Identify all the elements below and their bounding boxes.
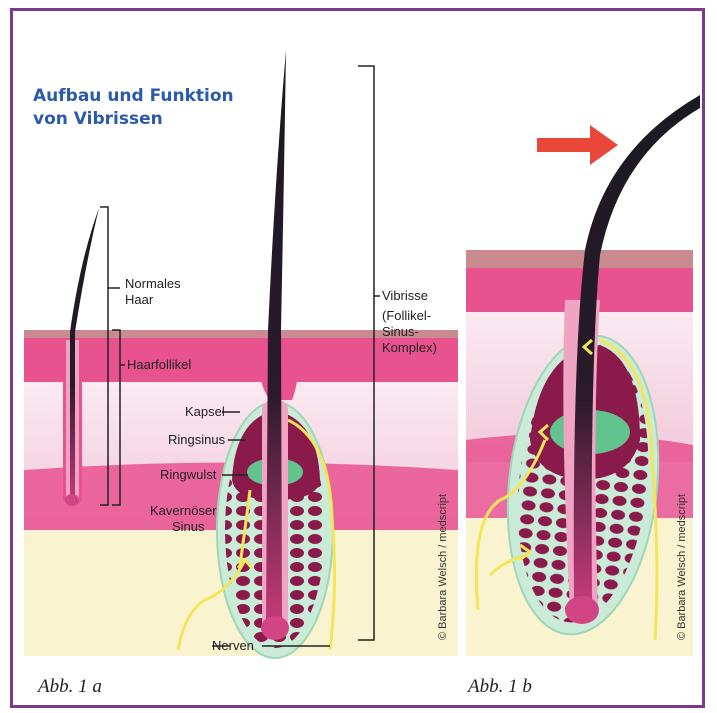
label-nerven: Nerven bbox=[212, 638, 254, 654]
figure-title: Aufbau und Funktion von Vibrissen bbox=[33, 85, 234, 131]
caption-fig-b: Abb. 1 b bbox=[468, 676, 532, 698]
label-ringwulst: Ringwulst bbox=[160, 467, 216, 483]
skin-surface-b bbox=[466, 250, 693, 270]
movement-arrow-icon bbox=[537, 125, 618, 165]
credit-b: © Barbara Welsch / medscript bbox=[676, 494, 688, 640]
label-kapsel: Kapsel bbox=[185, 404, 225, 420]
credit-a: © Barbara Welsch / medscript bbox=[437, 494, 449, 640]
label-ringsinus: Ringsinus bbox=[168, 432, 225, 448]
title-line-1: Aufbau und Funktion bbox=[33, 85, 234, 108]
label-kavernoeser-sinus: Kavernöser Sinus bbox=[150, 503, 216, 535]
title-line-2: von Vibrissen bbox=[33, 108, 234, 131]
label-vibrisse: Vibrisse (Follikel- Sinus- Komplex) bbox=[382, 288, 437, 356]
caption-fig-a: Abb. 1 a bbox=[38, 676, 102, 698]
label-haarfollikel: Haarfollikel bbox=[127, 357, 191, 373]
label-normales-haar: Normales Haar bbox=[125, 276, 181, 308]
